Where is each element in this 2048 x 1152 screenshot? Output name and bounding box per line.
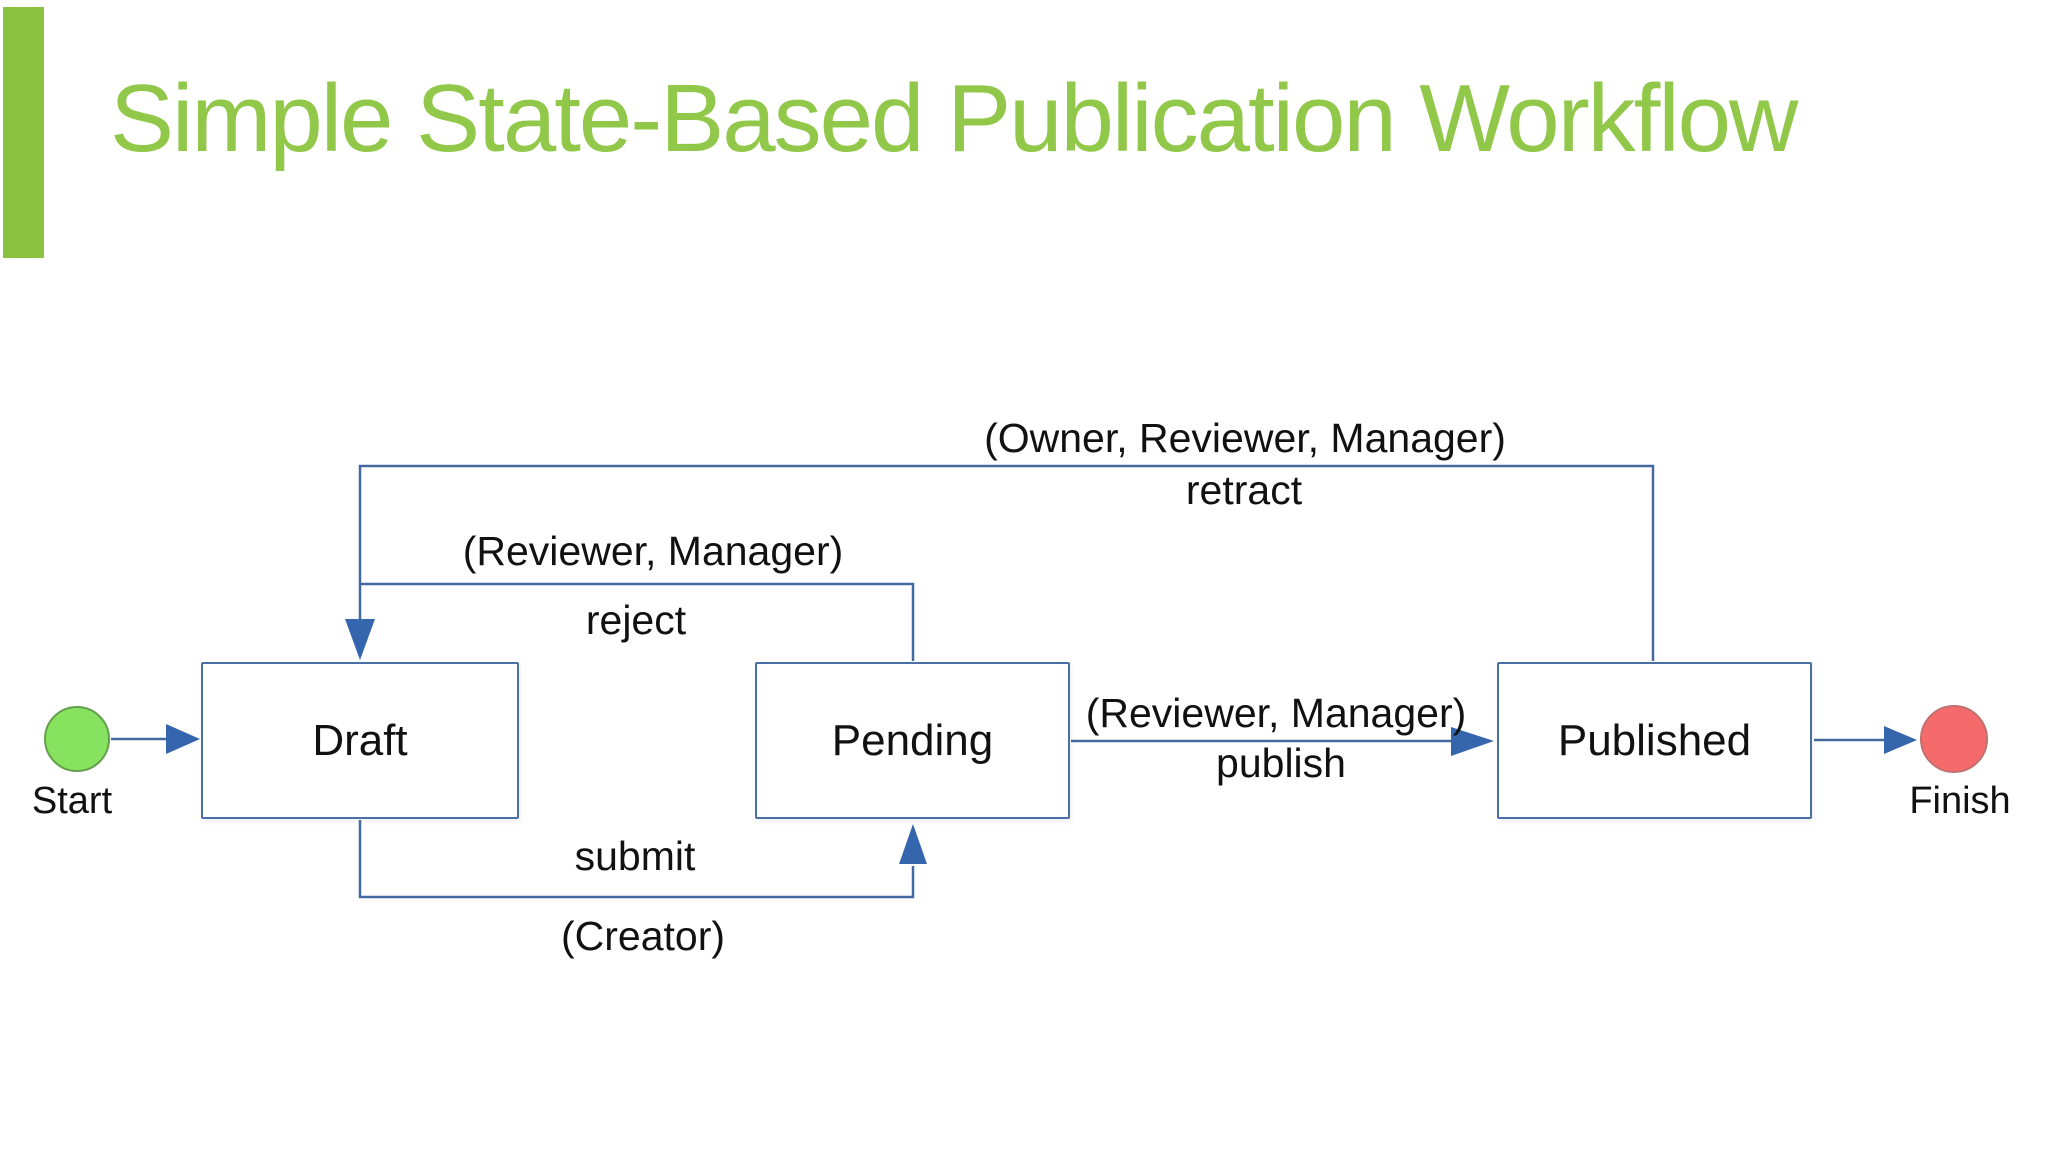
slide-title: Simple State-Based Publication Workflow bbox=[110, 65, 1798, 172]
state-draft: Draft bbox=[201, 662, 519, 819]
publish-arrowhead bbox=[1451, 727, 1494, 756]
start-arrowhead bbox=[166, 724, 200, 754]
submit-name-label: submit bbox=[574, 833, 696, 879]
submit-roles-label: (Creator) bbox=[560, 913, 726, 959]
retract-roles-label: (Owner, Reviewer, Manager) bbox=[984, 415, 1506, 461]
state-pending-label: Pending bbox=[831, 715, 994, 765]
retract-connector bbox=[358, 464, 1655, 661]
submit-arrowhead bbox=[899, 824, 927, 864]
state-published: Published bbox=[1497, 662, 1812, 819]
retract-name-label: retract bbox=[1185, 467, 1303, 513]
start-node-label: Start bbox=[31, 780, 113, 822]
retract-arrowhead bbox=[345, 619, 375, 660]
reject-name-label: reject bbox=[585, 597, 687, 643]
start-node-circle bbox=[44, 706, 110, 772]
state-draft-label: Draft bbox=[312, 715, 408, 765]
finish-node-label: Finish bbox=[1909, 780, 2011, 822]
reject-roles-label: (Reviewer, Manager) bbox=[462, 528, 844, 574]
submit-connector bbox=[358, 820, 915, 899]
publish-roles-label: (Reviewer, Manager) bbox=[1085, 690, 1467, 736]
accent-bar bbox=[3, 7, 44, 258]
reject-connector bbox=[361, 582, 915, 661]
state-pending: Pending bbox=[755, 662, 1070, 819]
state-published-label: Published bbox=[1557, 715, 1752, 765]
finish-node-circle bbox=[1920, 705, 1988, 773]
finish-arrowhead bbox=[1884, 726, 1917, 754]
publish-name-label: publish bbox=[1216, 740, 1346, 786]
